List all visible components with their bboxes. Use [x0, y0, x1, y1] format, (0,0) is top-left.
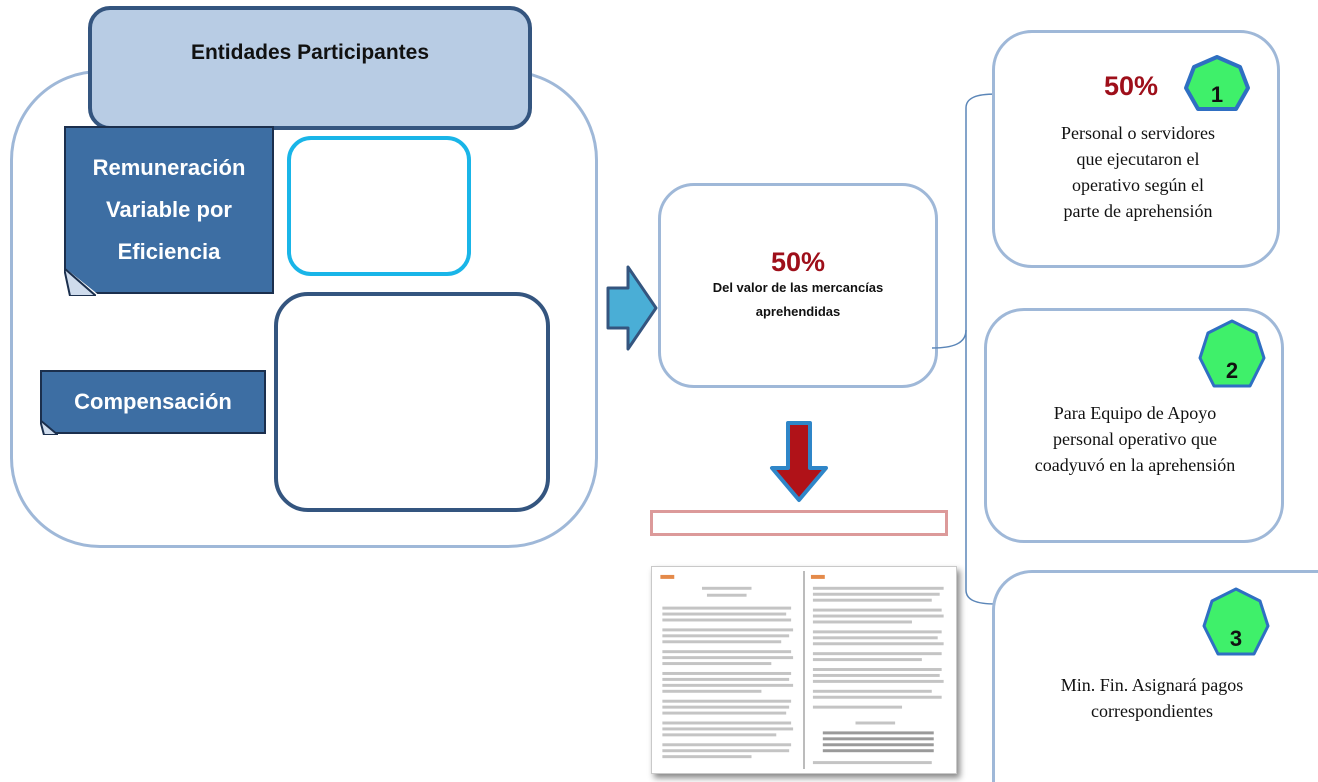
remuneracion-empty-box	[287, 136, 471, 276]
compensacion-corner-fold	[40, 419, 58, 435]
right-box-1-percent: 50%	[1103, 71, 1159, 101]
center-value-box: 50% Del valor de las mercancías aprehend…	[658, 183, 938, 388]
heptagon-badge-3: 3	[1202, 587, 1270, 656]
bracket-connector	[932, 93, 997, 605]
remuneracion-line-2: Variable por	[106, 197, 232, 222]
heptagon-badge-2: 2	[1198, 319, 1266, 388]
center-text-line-1: Del valor de las mercancías	[712, 279, 884, 295]
right-box-1-text: Personal o servidores que ejecutaron el …	[1000, 120, 1276, 224]
right-box-2-line-2: personal operativo que	[1053, 429, 1217, 449]
arrow-right-icon	[606, 265, 658, 351]
remuneracion-label: Remuneración Variable por Eficiencia	[64, 126, 274, 294]
right-box-1-line-3: operativo según el	[1072, 175, 1204, 195]
right-box-2-text: Para Equipo de Apoyo personal operativo …	[990, 400, 1280, 478]
right-box-3-line-1: Min. Fin. Asignará pagos	[1060, 675, 1244, 695]
entidades-title-box: Entidades Participantes	[88, 6, 532, 130]
badge-2-number: 2	[1226, 358, 1238, 383]
right-box-2-line-3: coadyuvó en la aprehensión	[1034, 455, 1236, 475]
badge-3-number: 3	[1230, 626, 1242, 651]
right-box-2-line-1: Para Equipo de Apoyo	[1053, 403, 1217, 423]
document-thumbnail-image	[651, 566, 957, 774]
entidades-title: Entidades Participantes	[190, 41, 430, 64]
right-box-1-line-2: que ejecutaron el	[1076, 149, 1200, 169]
compensacion-empty-box	[274, 292, 550, 512]
right-box-3-text: Min. Fin. Asignará pagos correspondiente…	[1000, 672, 1304, 724]
center-text-line-2: aprehendidas	[755, 303, 841, 319]
badge-1-number: 1	[1211, 82, 1223, 107]
compensacion-label: Compensación	[40, 370, 266, 434]
right-box-1-line-1: Personal o servidores	[1061, 123, 1215, 143]
remuneracion-line-1: Remuneración	[92, 155, 246, 180]
arrow-down-icon	[770, 421, 828, 502]
remuneracion-corner-fold	[64, 266, 96, 296]
right-box-3-line-2: correspondientes	[1091, 701, 1213, 721]
compensacion-text: Compensación	[74, 389, 232, 414]
right-box-3	[992, 570, 1318, 782]
empty-red-outline-box	[650, 510, 948, 536]
right-box-1-line-4: parte de aprehensión	[1063, 201, 1213, 221]
center-percent: 50%	[770, 246, 826, 277]
heptagon-badge-1: 1	[1184, 55, 1250, 111]
remuneracion-line-3: Eficiencia	[117, 239, 221, 264]
